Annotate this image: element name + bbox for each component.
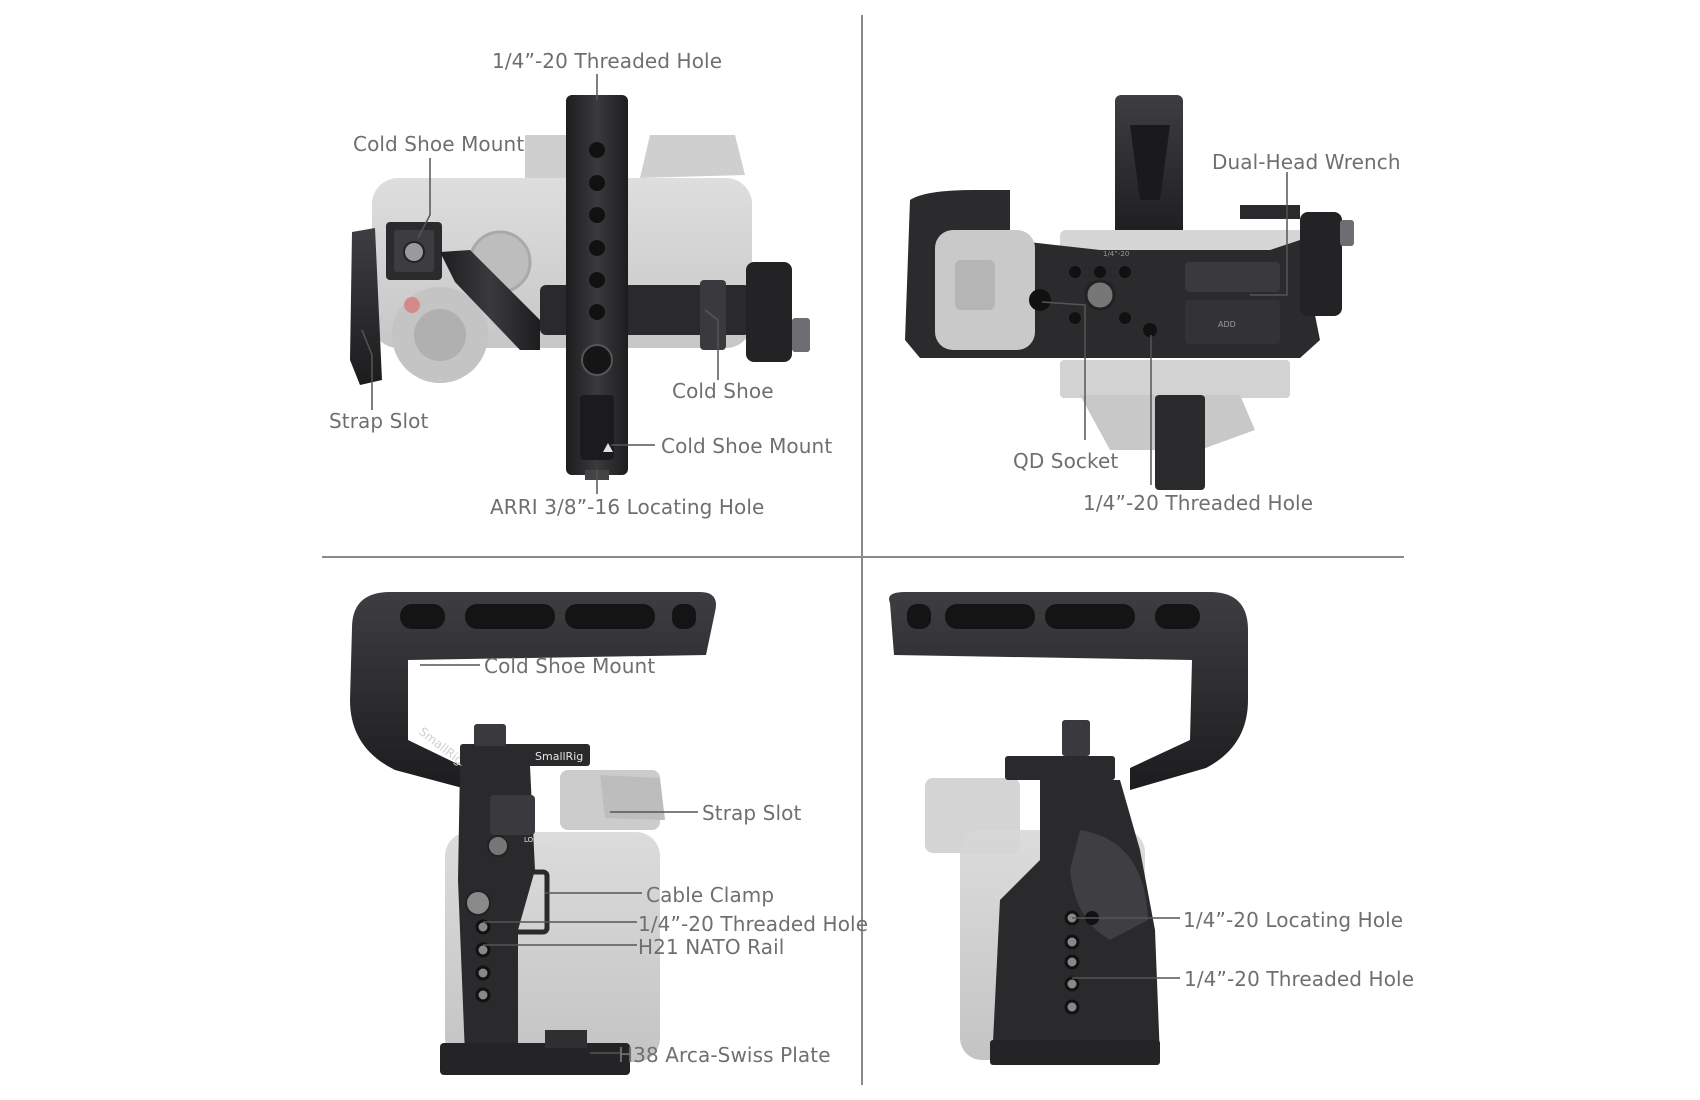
label-threaded-hole-rear: 1/4”-20 Threaded Hole bbox=[1083, 491, 1314, 515]
rear-view-illustration: 1/4”-20 ADD bbox=[905, 95, 1354, 490]
label-cable-clamp: Cable Clamp bbox=[646, 883, 775, 907]
label-cold-shoe-mount-bottom: Cold Shoe Mount bbox=[661, 434, 833, 458]
left-side-illustration: SmallRig SmallRig LOCK ▸ bbox=[350, 592, 716, 1075]
label-threaded-hole-top: 1/4”-20 Threaded Hole bbox=[492, 49, 723, 73]
label-cold-shoe-mount-top: Cold Shoe Mount bbox=[353, 132, 525, 156]
horizontal-divider bbox=[322, 556, 1404, 558]
top-view-illustration bbox=[350, 95, 810, 480]
plate-brand-engraving: SmallRig bbox=[535, 750, 583, 763]
vertical-divider bbox=[861, 15, 863, 1085]
label-cold-shoe: Cold Shoe bbox=[672, 379, 774, 403]
plate-engraving: 1/4”-20 bbox=[1103, 250, 1129, 258]
plate-engraving-add: ADD bbox=[1218, 320, 1236, 329]
label-locating-hole: 1/4”-20 Locating Hole bbox=[1183, 908, 1404, 932]
label-threaded-hole-right: 1/4”-20 Threaded Hole bbox=[1184, 967, 1415, 991]
label-strap-slot-top: Strap Slot bbox=[329, 409, 429, 433]
label-cold-shoe-mount-handle: Cold Shoe Mount bbox=[484, 654, 656, 678]
label-nato-rail: H21 NATO Rail bbox=[638, 935, 785, 959]
leader-lines bbox=[361, 74, 1288, 1054]
right-side-illustration bbox=[889, 592, 1248, 1065]
label-qd-socket: QD Socket bbox=[1013, 449, 1119, 473]
lock-engraving: LOCK ▸ bbox=[524, 836, 549, 844]
label-strap-slot-side: Strap Slot bbox=[702, 801, 802, 825]
label-threaded-hole-side: 1/4”-20 Threaded Hole bbox=[638, 912, 869, 936]
label-arca-swiss-plate: H38 Arca-Swiss Plate bbox=[618, 1043, 831, 1067]
label-dual-head-wrench: Dual-Head Wrench bbox=[1212, 150, 1401, 174]
label-arri-locating-hole: ARRI 3/8”-16 Locating Hole bbox=[490, 495, 765, 519]
